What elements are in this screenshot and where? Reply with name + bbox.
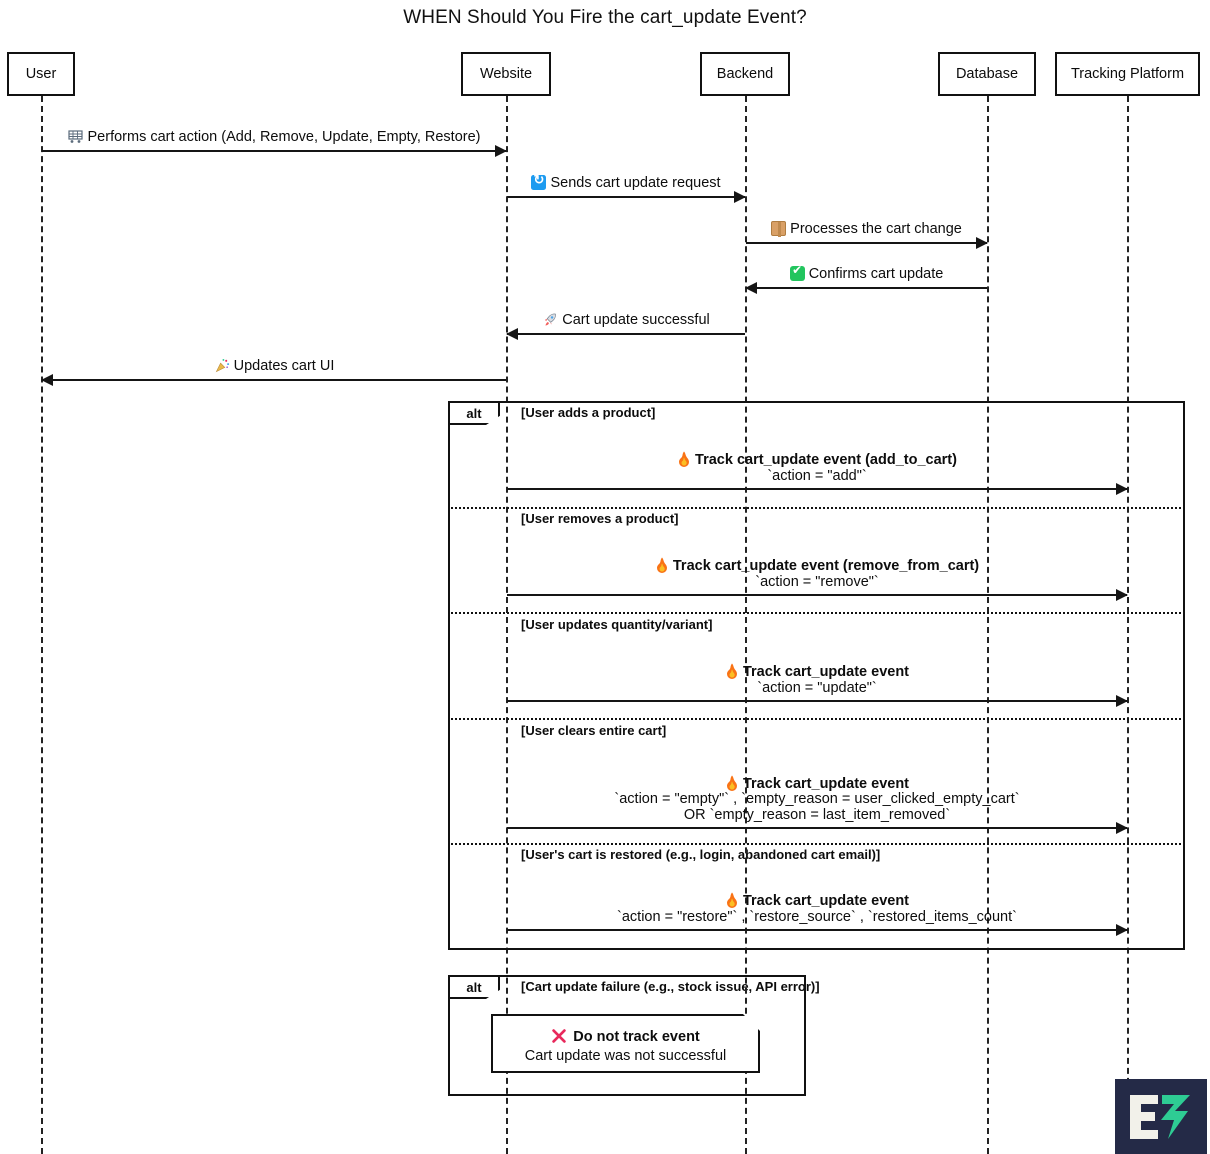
arrowhead-icon bbox=[1116, 923, 1128, 936]
party-popper-icon bbox=[214, 358, 230, 373]
participant-label: Tracking Platform bbox=[1070, 66, 1185, 82]
alt-block-tracking: alt bbox=[448, 401, 1185, 950]
check-icon bbox=[789, 263, 805, 281]
arrowhead-icon bbox=[506, 327, 518, 340]
message-label: Processes the cart change bbox=[746, 220, 987, 238]
participant-tracking-platform[interactable]: Tracking Platform bbox=[1055, 52, 1200, 96]
arrowhead-icon bbox=[1116, 694, 1128, 707]
fire-icon bbox=[725, 892, 739, 908]
alt-condition-failure: [Cart update failure (e.g., stock issue,… bbox=[521, 979, 820, 994]
shopping-cart-icon bbox=[67, 129, 84, 144]
fire-icon bbox=[655, 557, 669, 573]
message-line bbox=[746, 242, 987, 244]
participant-website[interactable]: Website bbox=[461, 52, 551, 96]
alt-condition-restore: [User's cart is restored (e.g., login, a… bbox=[521, 847, 881, 862]
arrowhead-icon bbox=[495, 144, 507, 157]
package-icon bbox=[771, 220, 787, 237]
message-label: Performs cart action (Add, Remove, Updat… bbox=[42, 129, 506, 146]
message-label: Track cart_update event `action = "updat… bbox=[507, 663, 1127, 696]
participant-label: Backend bbox=[716, 66, 774, 82]
arrowhead-icon bbox=[1116, 588, 1128, 601]
message-line bbox=[507, 700, 1127, 702]
alt-divider-2 bbox=[448, 612, 1185, 614]
participant-backend[interactable]: Backend bbox=[700, 52, 790, 96]
note-body: Cart update was not successful bbox=[524, 1048, 727, 1064]
message-label: Updates cart UI bbox=[42, 358, 506, 375]
cross-mark-icon bbox=[551, 1028, 567, 1044]
alt-tag: alt bbox=[450, 977, 500, 999]
lifeline-user bbox=[41, 96, 43, 1154]
fire-icon bbox=[677, 451, 691, 467]
message-label: Confirms cart update bbox=[746, 263, 987, 283]
message-label: Track cart_update event (add_to_cart) `a… bbox=[507, 451, 1127, 484]
note-fold-icon bbox=[742, 1014, 760, 1032]
message-line bbox=[42, 379, 506, 381]
message-label: Track cart_update event `action = "empty… bbox=[614, 775, 1020, 823]
lifeline-backend bbox=[745, 96, 747, 1154]
alt-divider-1 bbox=[448, 507, 1185, 509]
lifeline-tracking-platform bbox=[1127, 96, 1129, 1154]
lifeline-website bbox=[506, 96, 508, 1154]
participant-label: User bbox=[25, 66, 57, 82]
fire-icon bbox=[725, 663, 739, 679]
participant-label: Website bbox=[479, 66, 533, 82]
arrowhead-icon bbox=[976, 236, 988, 249]
message-line bbox=[507, 333, 745, 335]
alt-condition-remove: [User removes a product] bbox=[521, 511, 679, 526]
message-line bbox=[746, 287, 987, 289]
arrowhead-icon bbox=[745, 281, 757, 294]
alt-condition-add: [User adds a product] bbox=[521, 405, 656, 420]
note-do-not-track: Do not track event Cart update was not s… bbox=[491, 1014, 760, 1073]
message-label: Sends cart update request bbox=[507, 172, 745, 192]
rocket-icon bbox=[542, 312, 558, 327]
arrowhead-icon bbox=[41, 373, 53, 386]
alt-divider-4 bbox=[448, 843, 1185, 845]
arrowhead-icon bbox=[1116, 821, 1128, 834]
note-title: Do not track event bbox=[493, 1028, 758, 1047]
message-line bbox=[507, 827, 1127, 829]
message-label: Track cart_update event (remove_from_car… bbox=[507, 557, 1127, 590]
alt-block-failure: alt bbox=[448, 975, 806, 1096]
lifeline-database bbox=[987, 96, 989, 1154]
participant-database[interactable]: Database bbox=[938, 52, 1036, 96]
message-line bbox=[507, 594, 1127, 596]
fire-icon bbox=[725, 775, 739, 791]
arrowhead-icon bbox=[1116, 482, 1128, 495]
message-line bbox=[507, 488, 1127, 490]
message-line bbox=[507, 929, 1127, 931]
alt-condition-empty: [User clears entire cart] bbox=[521, 723, 667, 738]
alt-condition-update: [User updates quantity/variant] bbox=[521, 617, 713, 632]
message-label: Cart update successful bbox=[507, 312, 745, 329]
message-label: Track cart_update event `action = "resto… bbox=[617, 892, 1017, 925]
page-title: WHEN Should You Fire the cart_update Eve… bbox=[403, 7, 807, 28]
brand-logo bbox=[1115, 1079, 1207, 1154]
message-line bbox=[42, 150, 506, 152]
message-line bbox=[507, 196, 745, 198]
alt-divider-3 bbox=[448, 718, 1185, 720]
participant-label: Database bbox=[955, 66, 1019, 82]
participant-user[interactable]: User bbox=[7, 52, 75, 96]
alt-tag: alt bbox=[450, 403, 500, 425]
arrowhead-icon bbox=[734, 190, 746, 203]
sync-icon bbox=[531, 172, 547, 190]
